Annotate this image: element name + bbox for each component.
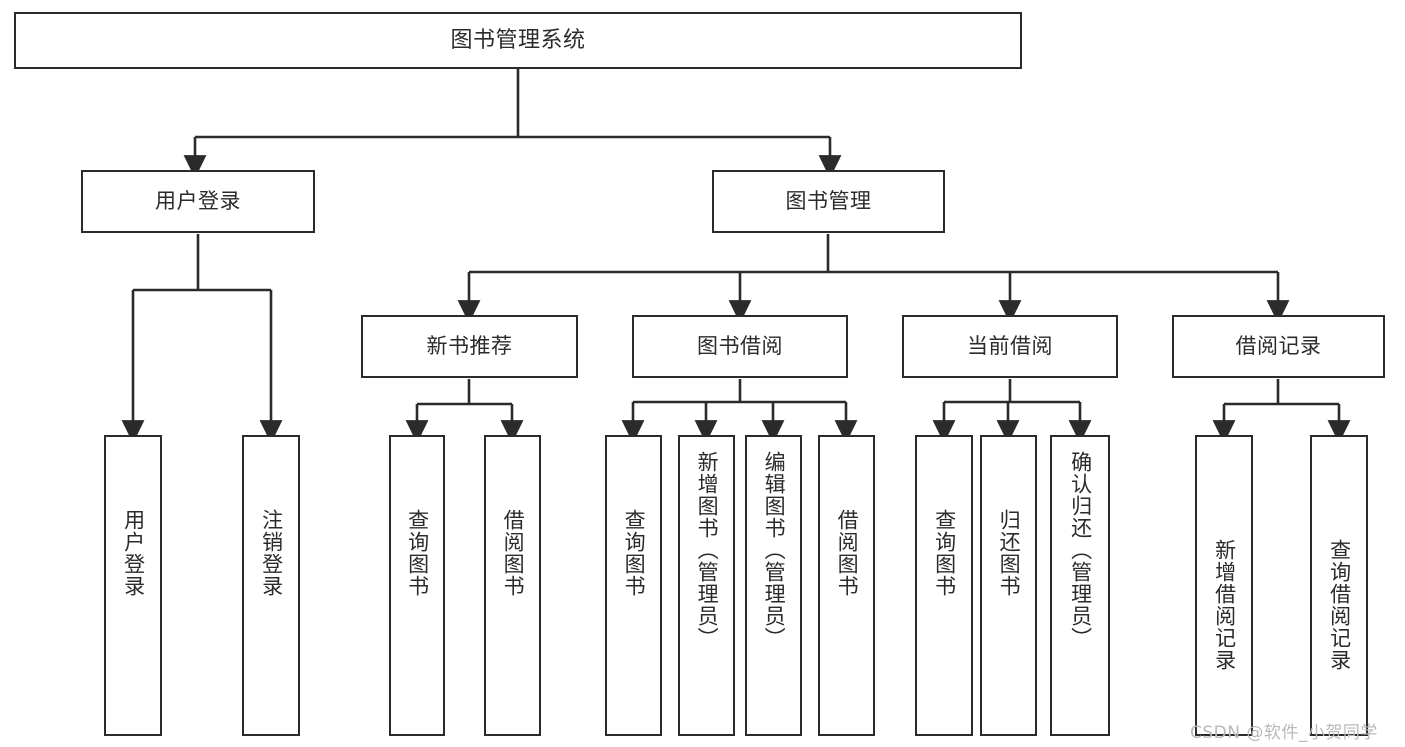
node-borrow-record-label: 借阅记录 [1235,334,1322,359]
node-book-manage[interactable]: 图书管理 [712,170,945,233]
node-leaf-query-book-3[interactable]: 查询图书 [915,435,973,736]
node-leaf-add-borrow-record[interactable]: 新增借阅记录 [1195,435,1253,736]
node-current-borrow[interactable]: 当前借阅 [902,315,1118,378]
node-leaf-logout[interactable]: 注销登录 [242,435,300,736]
node-leaf-return-book[interactable]: 归还图书 [980,435,1037,736]
node-new-book-recommend[interactable]: 新书推荐 [361,315,578,378]
node-leaf-edit-book-admin[interactable]: 编辑图书（管理员） [745,435,802,736]
node-new-book-recommend-label: 新书推荐 [426,334,513,359]
node-root-label: 图书管理系统 [450,27,586,53]
node-leaf-borrow-book-1[interactable]: 借阅图书 [484,435,541,736]
node-book-manage-label: 图书管理 [785,189,872,214]
node-leaf-query-borrow-record[interactable]: 查询借阅记录 [1310,435,1368,736]
node-borrow-record[interactable]: 借阅记录 [1172,315,1385,378]
node-leaf-query-borrow-record-label: 查询借阅记录 [1327,539,1352,671]
node-book-borrow-label: 图书借阅 [697,334,783,359]
node-leaf-query-book-1[interactable]: 查询图书 [389,435,445,736]
node-leaf-borrow-book-2-label: 借阅图书 [835,509,860,597]
node-leaf-query-book-2[interactable]: 查询图书 [605,435,662,736]
node-leaf-borrow-book-1-label: 借阅图书 [501,509,526,597]
node-leaf-add-book-admin[interactable]: 新增图书（管理员） [678,435,735,736]
node-leaf-query-book-3-label: 查询图书 [932,509,957,597]
node-user-login-label: 用户登录 [155,189,241,214]
node-book-borrow[interactable]: 图书借阅 [632,315,848,378]
node-leaf-query-book-2-label: 查询图书 [622,509,647,597]
node-user-login[interactable]: 用户登录 [81,170,315,233]
node-leaf-confirm-return-admin[interactable]: 确认归还（管理员） [1050,435,1110,736]
node-current-borrow-label: 当前借阅 [967,334,1053,359]
node-leaf-user-login[interactable]: 用户登录 [104,435,162,736]
node-leaf-return-book-label: 归还图书 [997,509,1022,597]
node-leaf-query-book-1-label: 查询图书 [405,509,430,597]
node-leaf-logout-label: 注销登录 [259,509,284,597]
node-leaf-user-login-label: 用户登录 [121,509,146,597]
node-leaf-confirm-return-admin-label: 确认归还（管理员） [1068,451,1093,649]
node-leaf-add-book-admin-label: 新增图书（管理员） [695,451,720,649]
node-root-system[interactable]: 图书管理系统 [14,12,1022,69]
node-leaf-borrow-book-2[interactable]: 借阅图书 [818,435,875,736]
node-leaf-edit-book-admin-label: 编辑图书（管理员） [762,451,787,649]
node-leaf-add-borrow-record-label: 新增借阅记录 [1212,539,1237,671]
